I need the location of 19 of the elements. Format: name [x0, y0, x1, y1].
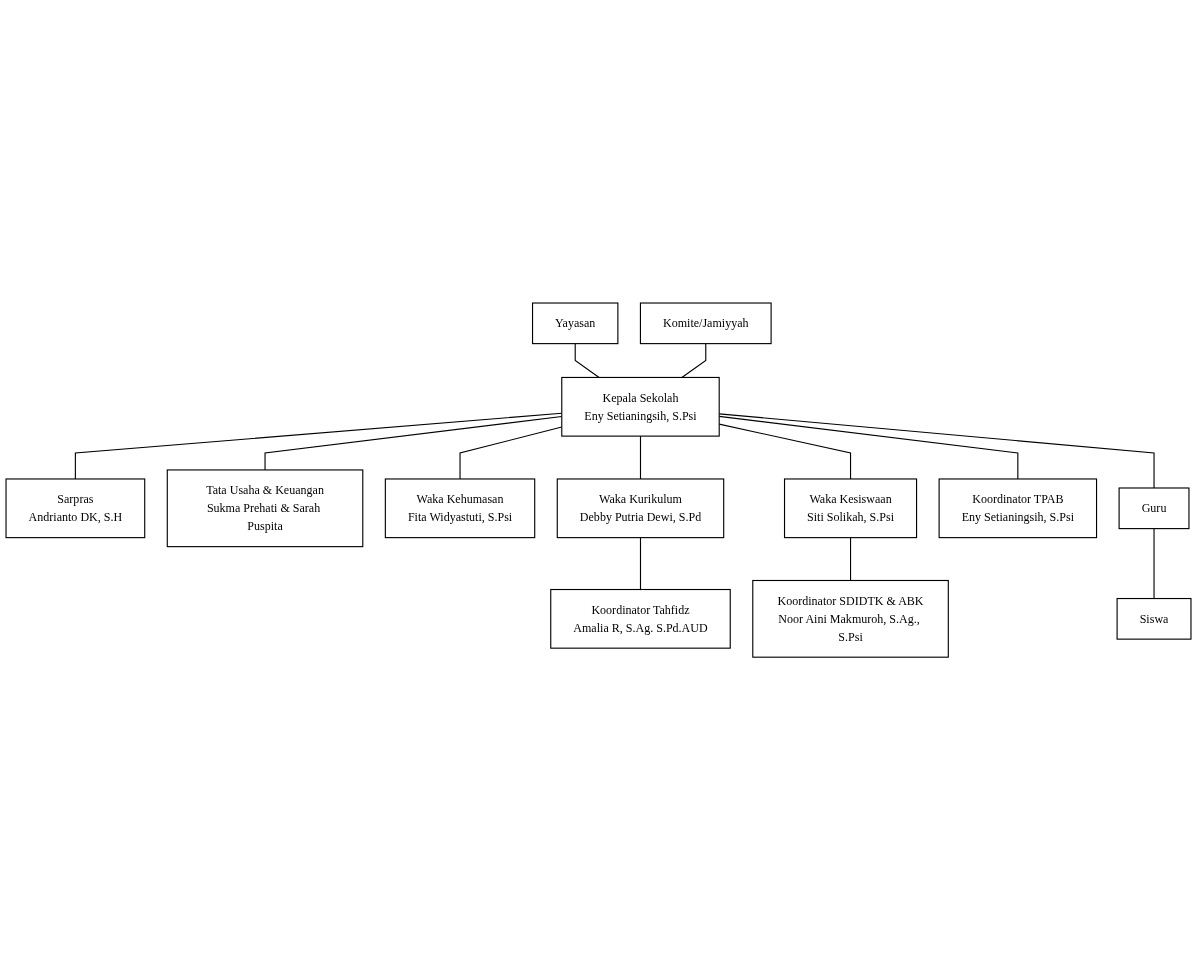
node-box: Komite/Jamiyyah	[639, 302, 772, 345]
connector	[574, 343, 600, 379]
node-box: Sarpras Andrianto DK, S.H	[5, 478, 146, 539]
node-box: Yayasan	[531, 302, 619, 345]
node-box: Koordinator SDIDTK & ABK Noor Aini Makmuroh, S.Ag., S.Psi	[752, 580, 949, 659]
node-box: Siswa	[1116, 598, 1192, 641]
connector	[639, 537, 642, 591]
node-box: Guru	[1118, 487, 1190, 530]
node-box: Waka Kurikulum Debby Putria Dewi, S.Pd	[556, 478, 725, 539]
connector	[681, 343, 707, 379]
node-box: Koordinator Tahfidz Amalia R, S.Ag. S.Pd.AUD	[550, 589, 731, 650]
node-box: Waka Kehumasan Fita Widyastuti, S.Psi	[384, 478, 536, 539]
node-box: Koordinator TPAB Eny Setianingsih, S.Psi	[938, 478, 1098, 539]
connector	[1153, 528, 1155, 600]
node-box: Kepala Sekolah Eny Setianingsih, S.Psi	[561, 377, 720, 438]
node-box: Waka Kesiswaan Siti Solikah, S.Psi	[783, 478, 918, 539]
connector	[639, 435, 642, 480]
connector	[849, 537, 852, 582]
node-box: Tata Usaha & Keuangan Sukma Prehati & Sarah Puspita	[166, 469, 364, 548]
